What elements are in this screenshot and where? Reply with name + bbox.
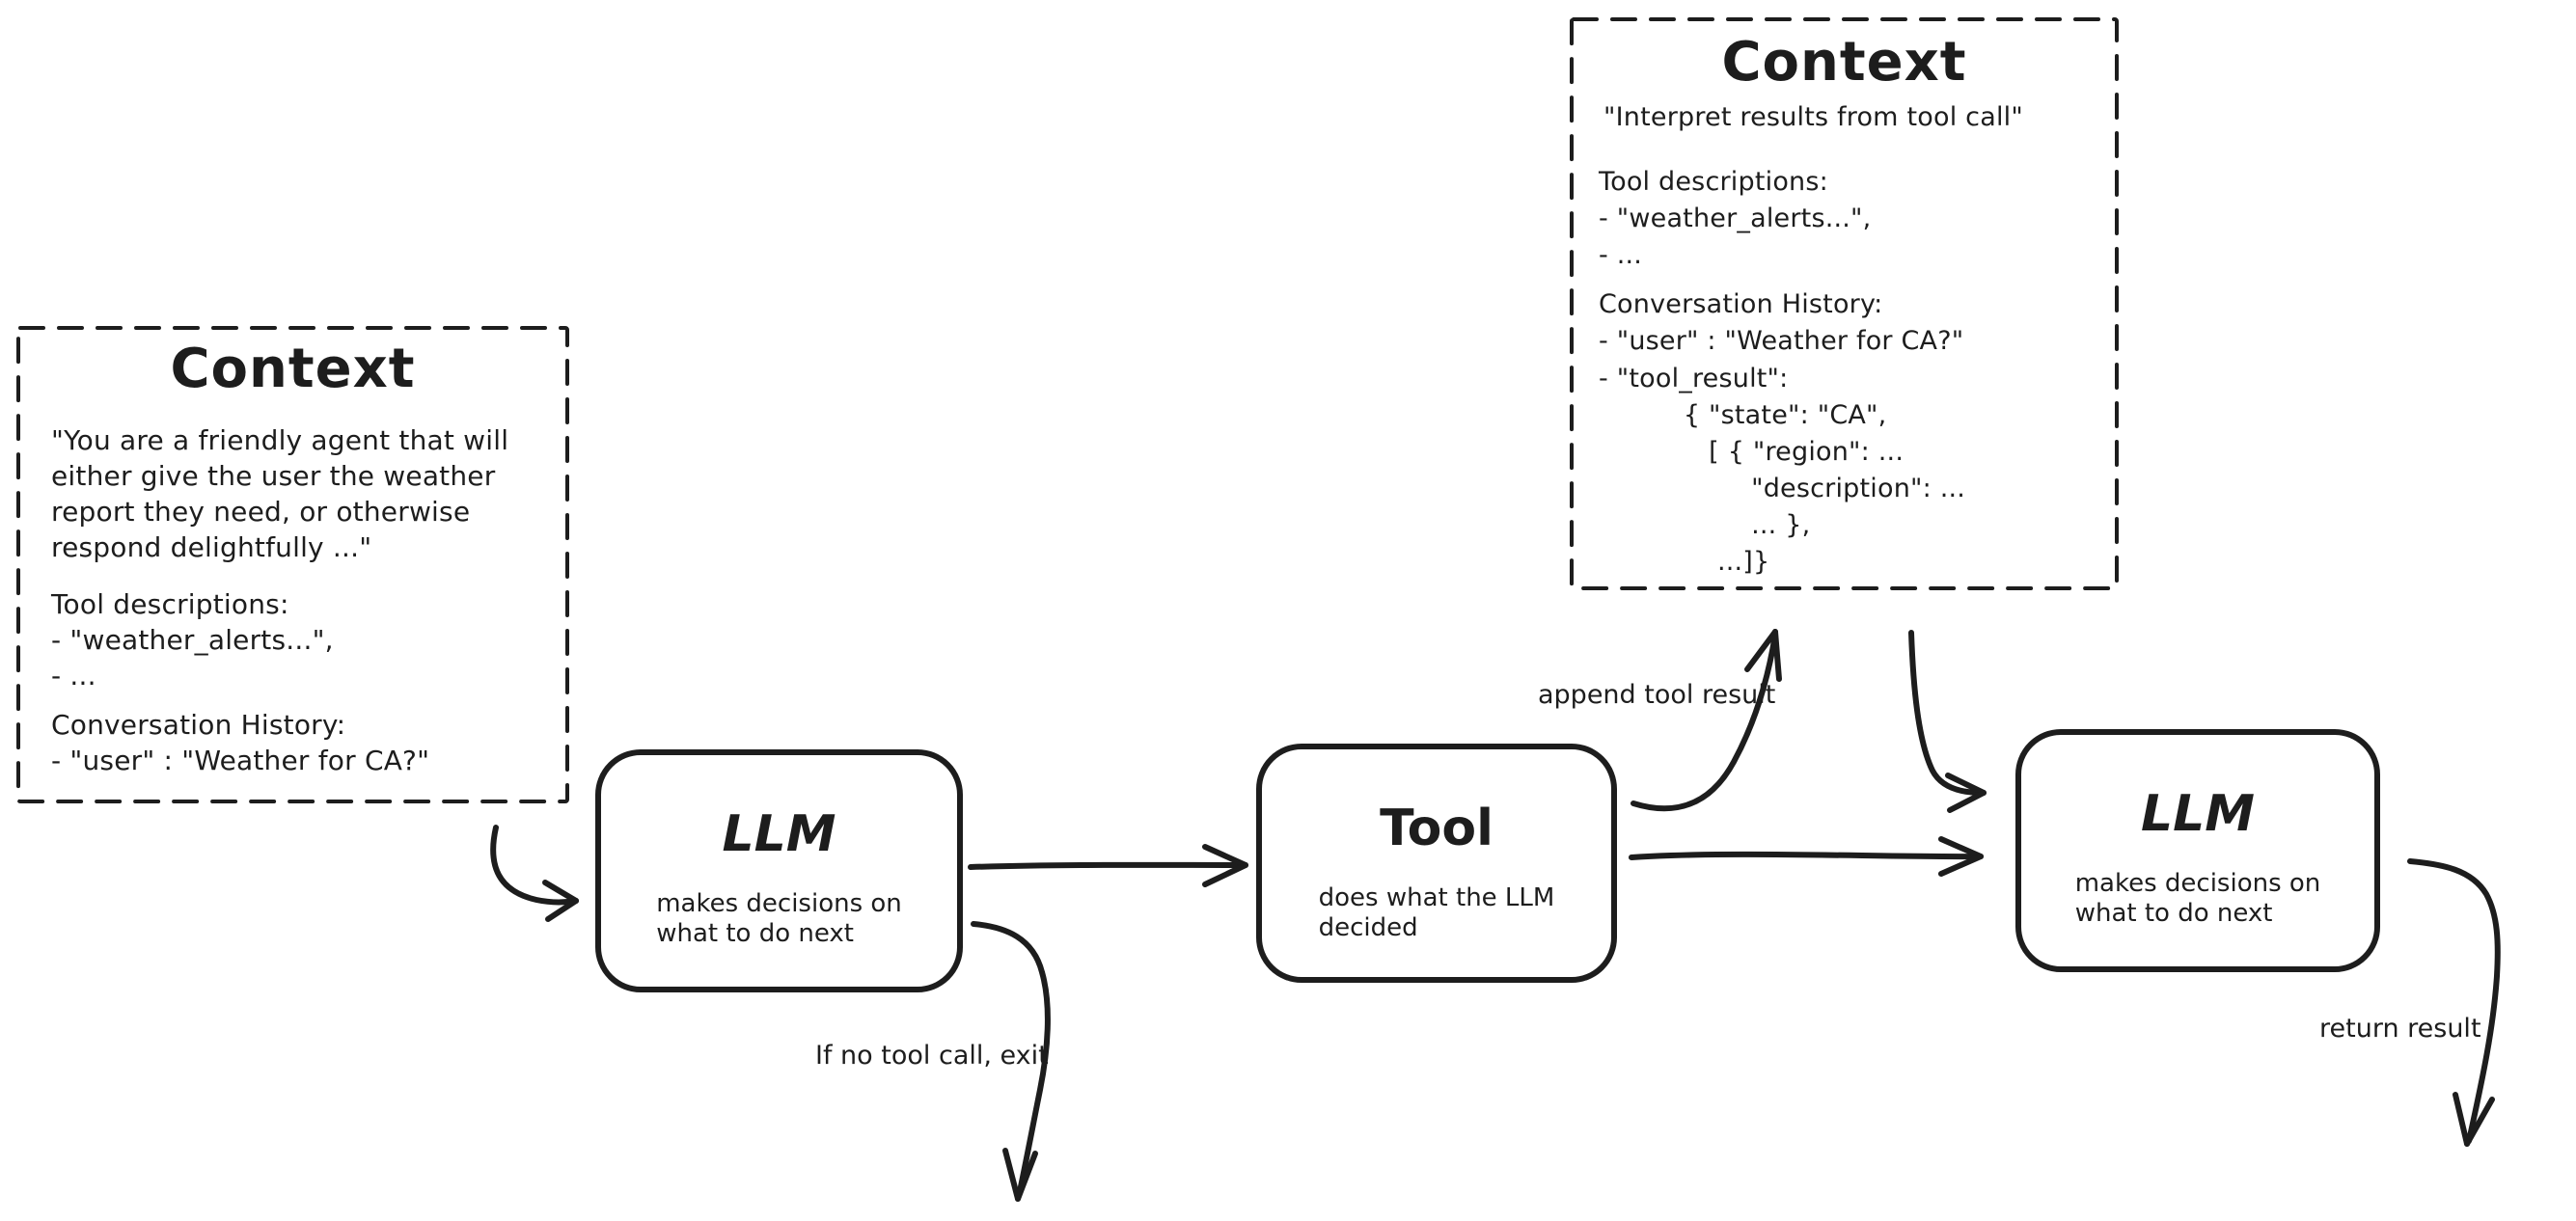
- context-left-box-outline: [16, 326, 569, 803]
- context-left-box: Context "You are a friendly agent that w…: [18, 328, 567, 801]
- arrow-llm2-return-result: [2407, 858, 2501, 1147]
- arrow-llm1-to-tool: [968, 844, 1248, 887]
- arrow-context-left-to-llm1: [490, 825, 579, 922]
- llm1-node: LLM makes decisions on what to do next: [598, 752, 960, 990]
- llm2-title: LLM: [2140, 785, 2255, 843]
- context-right-conversation-history: Conversation History: - "user" : "Weathe…: [1599, 289, 1964, 356]
- context-left-title: Context: [170, 338, 416, 400]
- context-left-tool-descriptions: Tool descriptions: - "weather_alerts..."…: [51, 588, 334, 692]
- context-right-title: Context: [1721, 31, 1967, 94]
- llm2-subtitle-text: makes decisions on what to do next: [2074, 869, 2321, 928]
- llm2-subtitle: makes decisions on what to do next: [2018, 869, 2377, 929]
- llm1-box-outline: [595, 749, 963, 992]
- context-left-system-prompt: "You are a friendly agent that will eith…: [51, 424, 509, 563]
- label-no-tool-call-exit: If no tool call, exit: [815, 1041, 1049, 1071]
- context-right-box-outline: [1570, 17, 2119, 590]
- label-append-tool-result: append tool result: [1538, 680, 1776, 710]
- llm1-subtitle-text: makes decisions on what to do next: [656, 889, 902, 948]
- label-return-result: return result: [2319, 1014, 2481, 1044]
- context-right-tool-descriptions: Tool descriptions: - "weather_alerts..."…: [1599, 167, 1872, 270]
- context-right-tool-result: - "tool_result": { "state": "CA", [ { "r…: [1599, 364, 1966, 577]
- context-left-conversation-history: Conversation History: - "user" : "Weathe…: [51, 709, 430, 776]
- arrow-llm1-exit: [971, 921, 1051, 1202]
- llm2-box-outline: [2015, 729, 2380, 972]
- llm1-title: LLM: [722, 805, 836, 863]
- llm2-node: LLM makes decisions on what to do next: [2018, 732, 2377, 969]
- llm1-subtitle: makes decisions on what to do next: [598, 889, 960, 949]
- arrow-context-right-to-llm2: [1908, 630, 1987, 813]
- arrow-tool-to-llm2: [1629, 836, 1984, 877]
- arrow-tool-to-context-right: [1631, 629, 1782, 812]
- context-right-box: Context "Interpret results from tool cal…: [1572, 19, 2117, 588]
- tool-subtitle-text: does what the LLM decided: [1318, 883, 1555, 942]
- tool-node: Tool does what the LLM decided: [1259, 746, 1614, 980]
- tool-title: Tool: [1380, 800, 1494, 857]
- context-right-system-prompt: "Interpret results from tool call": [1603, 102, 2023, 132]
- tool-box-outline: [1256, 744, 1617, 983]
- tool-subtitle: does what the LLM decided: [1259, 883, 1614, 943]
